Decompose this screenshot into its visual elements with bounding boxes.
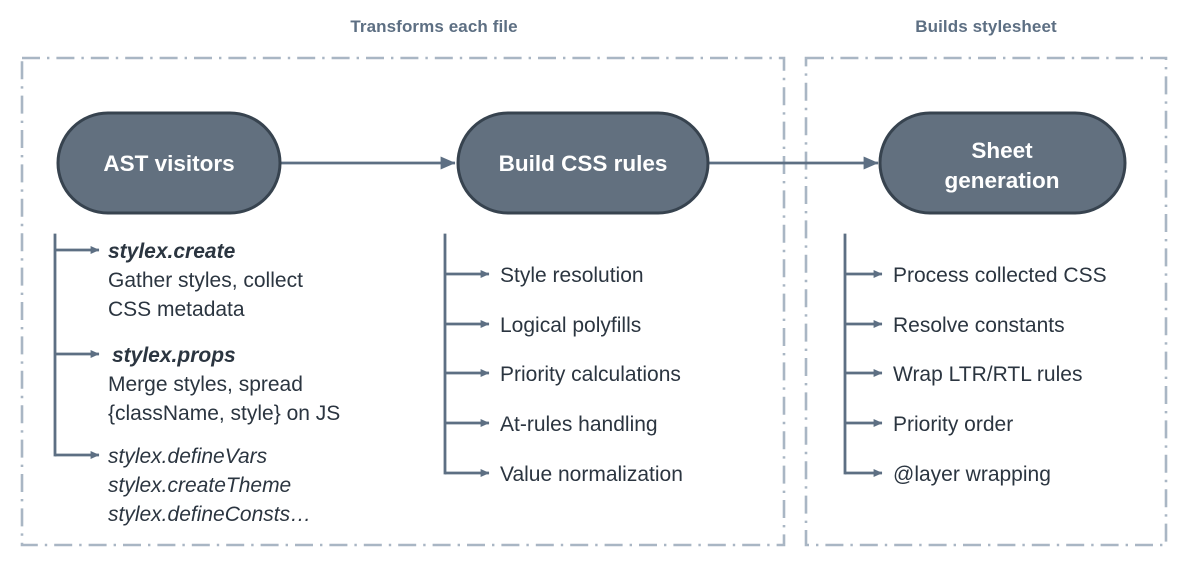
list-item-priority-order: Priority order xyxy=(893,413,1013,436)
list-item-at-rules-handling: At-rules handling xyxy=(500,413,658,436)
group-box-transforms xyxy=(20,56,786,547)
list-item-stylex-props-line3: {className, style} on JS xyxy=(108,402,340,425)
stage-node-ast-visitors-label: AST visitors xyxy=(103,151,234,176)
stage-node-build-css-rules-label: Build CSS rules xyxy=(499,151,668,176)
stage-node-build-css-rules[interactable] xyxy=(456,111,710,215)
list-item-value-normalization: Value normalization xyxy=(500,463,683,486)
list-item-stylex-create-line3: CSS metadata xyxy=(108,298,245,321)
list-item-process-collected-css: Process collected CSS xyxy=(893,264,1107,287)
list-item-style-resolution: Style resolution xyxy=(500,264,644,287)
list-item-stylex-create-line1: stylex.create xyxy=(108,240,236,263)
list-item-stylex-define-vars-line2: stylex.createTheme xyxy=(108,474,291,497)
stage-node-ast-visitors[interactable] xyxy=(56,111,282,215)
list-item-stylex-props-line2: Merge styles, spread xyxy=(108,373,303,396)
group-title-stylesheet: Builds stylesheet xyxy=(915,17,1057,36)
list-item-layer-wrapping: @layer wrapping xyxy=(893,463,1051,486)
list-item-stylex-props-line1: stylex.props xyxy=(112,344,236,367)
list-item-priority-calculations: Priority calculations xyxy=(500,363,681,386)
group-box-stylesheet xyxy=(804,56,1168,547)
stage-node-sheet-generation[interactable] xyxy=(878,111,1127,215)
list-item-logical-polyfills: Logical polyfills xyxy=(500,314,641,337)
stage-node-sheet-generation-label-line2: generation xyxy=(944,168,1059,193)
group-title-transforms: Transforms each file xyxy=(350,17,517,36)
list-item-stylex-define-vars-line1: stylex.defineVars xyxy=(108,445,268,468)
list-item-resolve-constants: Resolve constants xyxy=(893,314,1065,337)
list-item-wrap-ltr-rtl-rules: Wrap LTR/RTL rules xyxy=(893,363,1082,386)
stage-node-sheet-generation-label-line1: Sheet xyxy=(971,138,1033,163)
list-item-stylex-define-vars-line3: stylex.defineConsts… xyxy=(108,503,311,526)
list-item-stylex-create-line2: Gather styles, collect xyxy=(108,269,303,292)
